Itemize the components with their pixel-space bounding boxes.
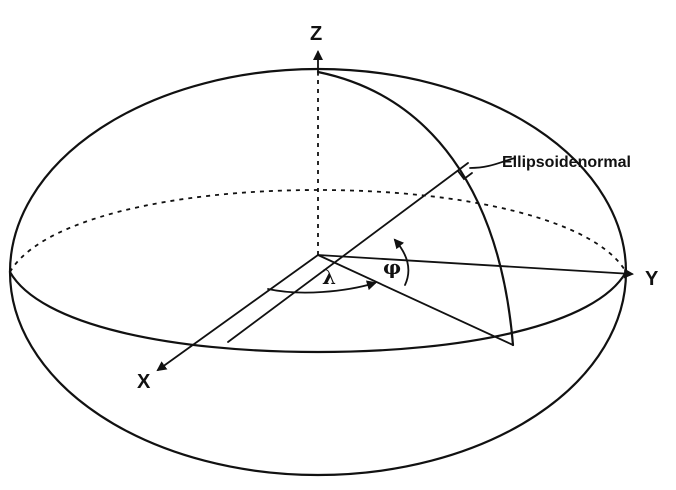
meridian-radius xyxy=(317,254,514,346)
y-axis-label: Y xyxy=(645,268,659,290)
lambda-arc xyxy=(267,280,377,294)
y-axis xyxy=(317,254,634,279)
x-axis xyxy=(156,254,319,372)
ellipsoid-outline xyxy=(8,67,628,477)
meridian xyxy=(316,70,515,347)
ellipsoid-normal-label: Ellipsoidenormal xyxy=(502,154,631,171)
phi-label: φ xyxy=(383,255,401,279)
ellipsoid-normal xyxy=(227,162,469,343)
z-axis-label: Z xyxy=(310,23,322,45)
normal-leader xyxy=(469,157,516,169)
right-angle-mark xyxy=(457,170,473,181)
x-axis-label: X xyxy=(137,371,151,393)
equator-front xyxy=(8,270,628,354)
equator-back xyxy=(9,189,627,273)
lambda-label: λ xyxy=(322,265,336,289)
phi-arc xyxy=(393,238,410,286)
